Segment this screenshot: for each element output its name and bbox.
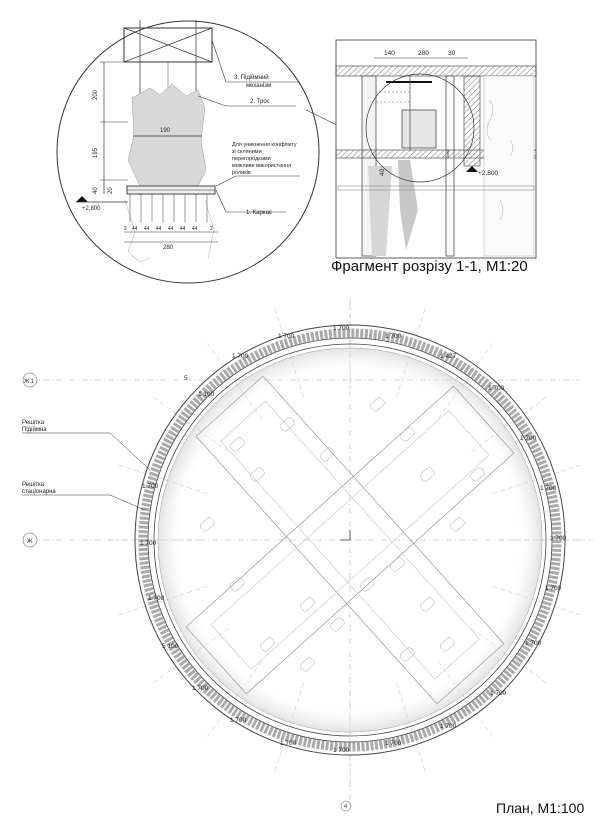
ring-dim-bottom-left: 1 700	[230, 717, 247, 724]
ring-dim-left-3: 1 700	[140, 540, 157, 547]
label-note: Для уникнення конфлікту зі скляними пере…	[232, 142, 297, 176]
furniture-item	[370, 397, 385, 412]
furniture-item	[250, 467, 265, 482]
ring-dim-left-upper: 1 700	[232, 353, 249, 360]
dim-195: 195	[93, 147, 99, 158]
label-lift-line2: механізм	[246, 83, 271, 89]
axis-marker-top: Ж'1	[24, 379, 35, 385]
dim-200: 200	[93, 89, 99, 100]
furniture-item	[230, 437, 245, 452]
furniture-item	[300, 597, 315, 612]
ring-dim-right-4: 1 700	[545, 585, 562, 592]
ring-dim-left-4: 1 700	[148, 595, 165, 602]
furniture-item	[400, 427, 415, 442]
furniture-item	[360, 577, 375, 592]
ring-dim-right-upper: 1 700	[488, 385, 505, 392]
svg-text:можливе використання: можливе використання	[232, 163, 291, 169]
ring-dim-bottom-l2: 1 700	[280, 740, 297, 747]
section-fragment: 140 280 30 40 +2,800	[335, 39, 537, 259]
detail-callout: 190 200 195 40 20 +2,800 2 44 44 44 4	[56, 20, 320, 284]
seg-7: 44	[192, 226, 198, 232]
ring-dim-top-right: 1 700	[385, 333, 402, 340]
ring-dim-bottom-r2: 1 700	[385, 740, 402, 747]
dim-280-section: 280	[418, 50, 429, 57]
sheet-number: 4	[344, 804, 347, 810]
furniture-item	[450, 517, 465, 532]
floor-plan: 1 700 1 700 1 700 1 427 1 700 1 700 1 70…	[22, 295, 595, 812]
seg-3: 44	[144, 226, 150, 232]
seg-2: 44	[132, 226, 138, 232]
furniture-item	[200, 517, 215, 532]
ring-dim-top: 1 700	[333, 325, 350, 332]
ring-dim-top-left: 1 700	[278, 333, 295, 340]
svg-text:зі скляними: зі скляними	[232, 149, 262, 155]
furniture-item	[320, 447, 335, 462]
furniture-item	[280, 417, 295, 432]
label-movable-1: Решітка	[22, 420, 45, 426]
label-lift-line1: 3. Підіймний	[234, 74, 269, 81]
plan-caption: План, М1:100	[496, 800, 585, 816]
ring-dim-1427: 1 427	[440, 353, 457, 360]
svg-text:роликів: роликів	[232, 170, 251, 176]
furniture-item	[420, 467, 435, 482]
furniture-item	[420, 597, 435, 612]
label-movable-2: Підіймна	[22, 426, 47, 433]
section-elevation: +2,800	[478, 170, 498, 177]
dim-40: 40	[93, 187, 99, 194]
furniture-item	[470, 467, 485, 482]
seg-5: 44	[168, 226, 174, 232]
dim-40-section: 40	[379, 168, 386, 176]
ring-dim-left-6: 1 700	[192, 685, 209, 692]
axis-marker-mid: Ж	[27, 539, 33, 545]
ring-dim-small: 5	[184, 375, 188, 382]
dim-280: 280	[163, 245, 174, 251]
dim-20: 20	[108, 187, 114, 194]
ring-dim-1100: 1 100	[198, 391, 215, 398]
label-frame: 1. Каркас	[246, 210, 272, 216]
furniture-item	[440, 637, 455, 652]
label-fixed-2: стаціонарна	[22, 489, 56, 495]
dim-190: 190	[160, 128, 171, 134]
ring-dim-left-2: 1 700	[142, 483, 159, 490]
ring-dim-right-3: 1 700	[550, 535, 567, 542]
furniture-item	[400, 647, 415, 662]
seg-1: 2	[124, 226, 127, 232]
furniture-item	[230, 577, 245, 592]
detail-elevation: +2,800	[82, 206, 101, 212]
ring-dim-bottom: 1 700	[333, 747, 350, 754]
seg-6: 44	[180, 226, 186, 232]
dim-140: 140	[384, 50, 395, 57]
ring-dim-left-5: 5 100	[162, 643, 179, 650]
seg-4: 44	[156, 226, 162, 232]
ring-dim-right-6: 1 700	[490, 690, 507, 697]
ring-dim-right-5: 1 700	[525, 640, 542, 647]
furniture-item	[260, 637, 275, 652]
svg-text:перегородками: перегородками	[232, 156, 271, 162]
furniture-item	[300, 657, 315, 672]
section-caption: Фрагмент розрізу 1-1, М1:20	[331, 258, 528, 275]
furniture-item	[390, 557, 405, 572]
label-fixed-1: Решітка	[22, 482, 45, 488]
furniture-item	[330, 617, 345, 632]
seg-8: 2	[210, 226, 213, 232]
dim-30: 30	[448, 50, 456, 57]
ring-dim-right-1: 1 700	[520, 435, 537, 442]
ring-dim-bottom-right: 1 700	[440, 723, 457, 730]
svg-text:Для уникнення конфлікту: Для уникнення конфлікту	[232, 142, 297, 148]
ring-dim-right-2: 1 700	[540, 485, 557, 492]
label-cable: 2. Трос	[250, 99, 270, 105]
